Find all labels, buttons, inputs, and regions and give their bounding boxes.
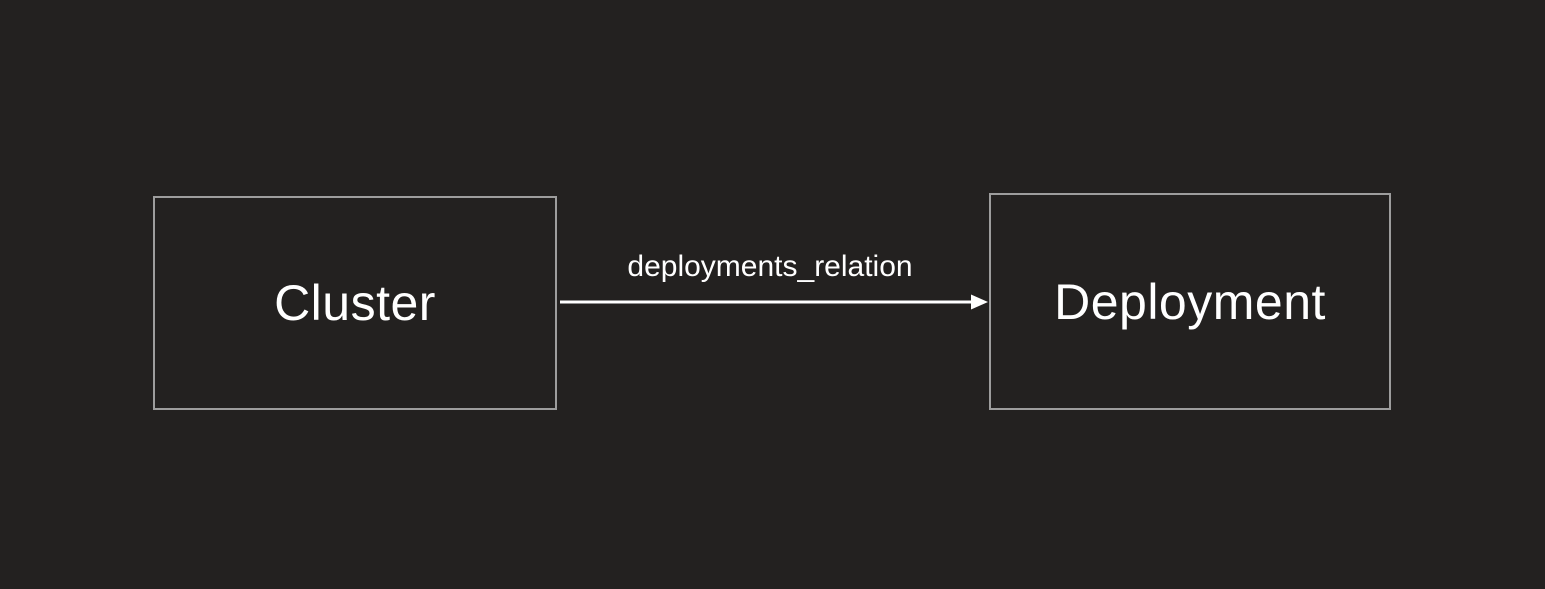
node-deployment-label: Deployment bbox=[1054, 273, 1326, 330]
edge-label: deployments_relation bbox=[627, 250, 913, 283]
node-cluster-label: Cluster bbox=[274, 275, 436, 331]
node-deployment: Deployment bbox=[989, 193, 1391, 410]
node-cluster: Cluster bbox=[153, 196, 557, 410]
edge-arrowhead-icon bbox=[971, 294, 988, 310]
